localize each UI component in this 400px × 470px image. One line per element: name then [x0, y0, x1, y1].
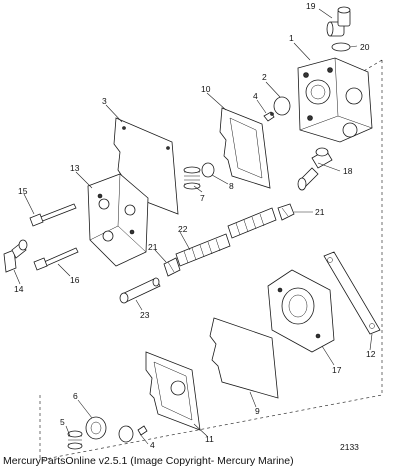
- callout-11: 11: [205, 434, 214, 444]
- callout-8: 8: [229, 181, 234, 191]
- callout-23: 23: [140, 310, 150, 320]
- part-4-screw-upper: [263, 111, 275, 122]
- part-21-clip-lower: [163, 257, 181, 277]
- part-14-elbow-fitting: [3, 239, 28, 273]
- callout-21-lower: 21: [148, 242, 158, 252]
- part-18-barbed-elbow: [297, 147, 333, 191]
- callout-20: 20: [360, 42, 370, 52]
- callout-17: 17: [332, 365, 342, 375]
- part-20-o-ring: [331, 42, 351, 52]
- assembly-boundary: [39, 59, 383, 461]
- callout-4-upper: 4: [253, 91, 258, 101]
- callout-19: 19: [306, 1, 316, 11]
- callout-12: 12: [366, 349, 376, 359]
- callout-15: 15: [18, 186, 28, 196]
- part-15-screw: [29, 203, 77, 227]
- part-5-spring: [67, 430, 83, 450]
- callout-1: 1: [289, 33, 294, 43]
- callout-4-lower: 4: [150, 440, 155, 450]
- copyright-footer: MercuryPartsOnline v2.5.1 (Image Copyrig…: [3, 455, 294, 467]
- part-19-elbow-fitting: [326, 6, 351, 37]
- callout-10: 10: [201, 84, 211, 94]
- leader-lines: [13, 8, 373, 445]
- part-16-screw: [33, 247, 79, 271]
- callout-22: 22: [178, 224, 188, 234]
- callout-21-upper: 21: [315, 207, 325, 217]
- callout-16: 16: [70, 275, 80, 285]
- callout-9: 9: [255, 406, 260, 416]
- callout-2: 2: [262, 72, 267, 82]
- part-4-disc-lower: [118, 425, 148, 443]
- part-17-housing: [267, 269, 335, 353]
- part-10-gasket: [219, 107, 271, 189]
- callout-5: 5: [60, 417, 65, 427]
- callout-7: 7: [200, 193, 205, 203]
- part-2-valve-disc: [273, 96, 291, 116]
- part-12-gasket-strip: [323, 251, 381, 335]
- callout-14: 14: [14, 284, 24, 294]
- diagram-number: 2133: [340, 442, 359, 452]
- part-7-spring: [183, 166, 201, 190]
- part-1-pump-body: [297, 57, 373, 143]
- part-21-clip-upper: [277, 203, 295, 221]
- callout-18: 18: [343, 166, 353, 176]
- callout-3: 3: [102, 96, 107, 106]
- part-6-cap: [85, 416, 107, 440]
- part-13-cover: [87, 173, 149, 267]
- part-11-gasket: [145, 351, 201, 431]
- callout-13: 13: [70, 163, 80, 173]
- part-9-diaphragm: [209, 317, 279, 399]
- part-22-springs: [175, 207, 277, 267]
- part-8-washer: [201, 162, 215, 178]
- callout-6: 6: [73, 391, 78, 401]
- part-23-valve-rod: [119, 277, 161, 304]
